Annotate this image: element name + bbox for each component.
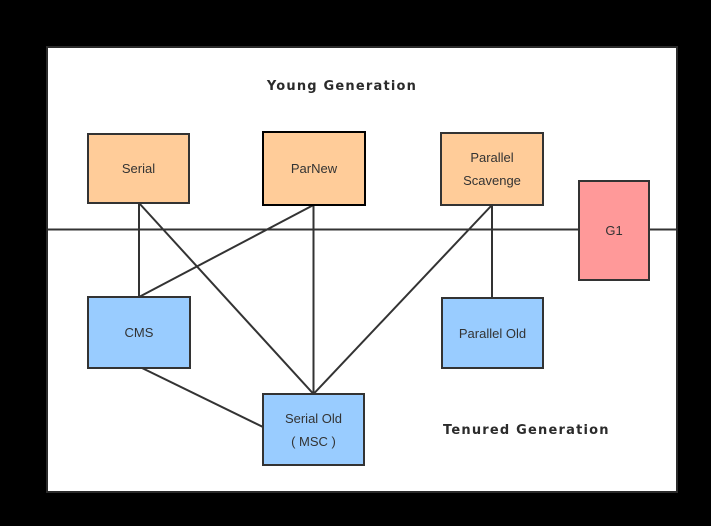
node-parallel-scavenge-label-line1: Parallel <box>470 150 514 165</box>
node-parallel-old-label: Parallel Old <box>458 325 527 341</box>
node-serial-old: Serial Old ( MSC ) <box>262 393 365 466</box>
node-serial-old-label-line2: ( MSC ) <box>291 433 336 449</box>
edge-parnew-cms <box>138 204 314 298</box>
node-g1-label: G1 <box>605 223 623 238</box>
edge-cms-serial-old <box>141 367 264 428</box>
edge-parallel-scavenge-serial-old <box>312 204 493 395</box>
node-parallel-scavenge-label-line2: Scavenge <box>463 173 521 188</box>
young-generation-label: Young Generation <box>266 79 418 94</box>
tenured-generation-label: Tenured Generation <box>443 423 610 438</box>
node-serial-label: Serial <box>121 161 156 176</box>
node-parallel-scavenge: Parallel Scavenge <box>440 132 544 206</box>
node-serial-old-label-line1: Serial Old <box>284 410 343 426</box>
node-cms-label: CMS <box>124 325 154 340</box>
node-parallel-old: Parallel Old <box>441 297 544 369</box>
node-cms: CMS <box>87 296 191 369</box>
node-serial: Serial <box>87 133 190 204</box>
edge-serial-serial-old <box>138 202 315 395</box>
node-g1: G1 <box>578 180 650 281</box>
node-parnew-label: ParNew <box>290 161 338 176</box>
node-parnew: ParNew <box>262 131 366 206</box>
